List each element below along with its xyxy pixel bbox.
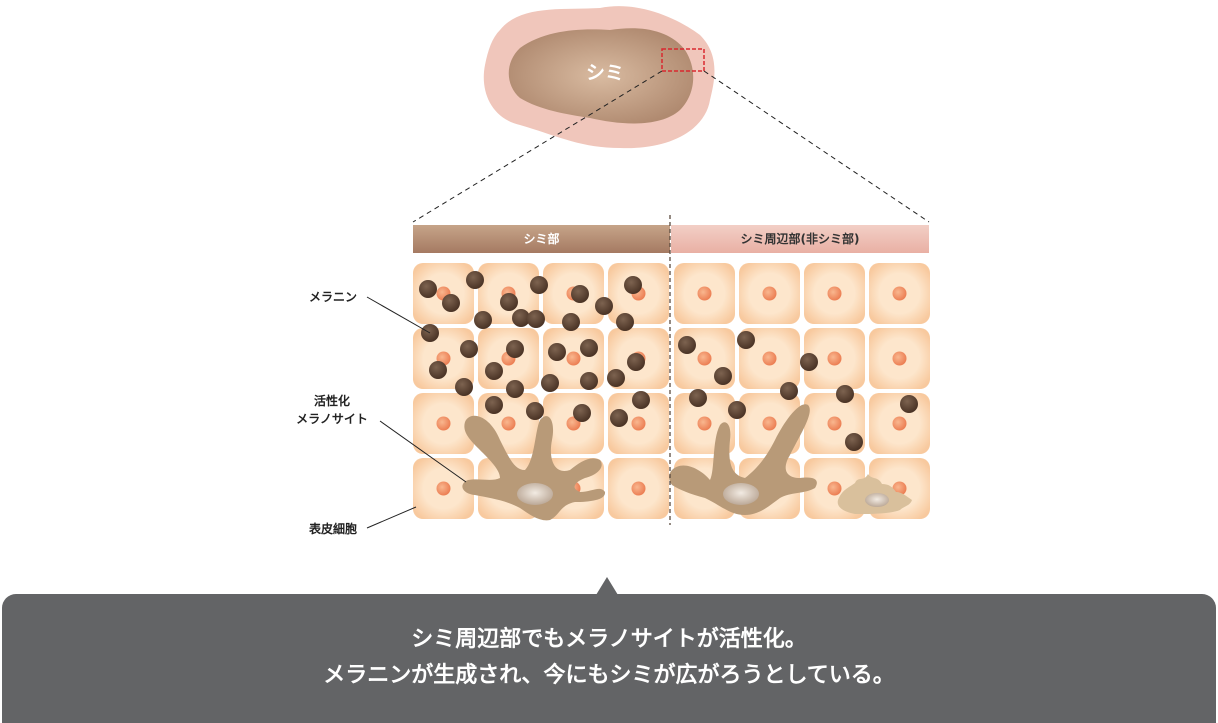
melanin-granule bbox=[900, 395, 918, 413]
melanin-granule bbox=[714, 367, 732, 385]
melanin-granule bbox=[429, 361, 447, 379]
melanin-granule bbox=[627, 353, 645, 371]
caption-line1: シミ周辺部でもメラノサイトが活性化。 bbox=[411, 627, 807, 652]
melanin-granule bbox=[689, 389, 707, 407]
melanocyte-label-line2: メラノサイト bbox=[296, 412, 368, 426]
melanin-granule bbox=[595, 297, 613, 315]
cell-nucleus bbox=[827, 351, 842, 366]
band-label-spot: シミ部 bbox=[523, 232, 560, 246]
melanin-granule bbox=[616, 313, 634, 331]
cell-nucleus bbox=[892, 416, 907, 431]
cell-nucleus bbox=[827, 481, 842, 496]
melanin-granule bbox=[485, 396, 503, 414]
cell-nucleus bbox=[762, 286, 777, 301]
cell-nucleus bbox=[631, 416, 646, 431]
caption-text: シミ周辺部でもメラノサイトが活性化。 メラニンが生成され、今にもシミが広がろうと… bbox=[0, 622, 1218, 694]
melanin-granule bbox=[466, 271, 484, 289]
cell-nucleus bbox=[501, 416, 516, 431]
melanin-granule bbox=[460, 340, 478, 358]
cell-nucleus bbox=[436, 416, 451, 431]
melanin-granule bbox=[607, 369, 625, 387]
band-surrounding-region bbox=[671, 225, 929, 253]
melanin-granule bbox=[800, 353, 818, 371]
melanin-granule bbox=[573, 404, 591, 422]
melanin-granule bbox=[836, 385, 854, 403]
melanin-granule bbox=[530, 276, 548, 294]
melanin-granule bbox=[632, 391, 650, 409]
spot-label: シミ bbox=[585, 62, 624, 84]
melanocyte-label-line1: 活性化 bbox=[313, 394, 350, 408]
melanocyte-label: 活性化 メラノサイト bbox=[285, 392, 379, 428]
cell-nucleus bbox=[697, 286, 712, 301]
cell-nucleus bbox=[827, 416, 842, 431]
melanin-granule bbox=[678, 336, 696, 354]
melanin-granule bbox=[527, 310, 545, 328]
melanin-granule bbox=[541, 374, 559, 392]
melanin-granule bbox=[610, 409, 628, 427]
melanin-granule bbox=[571, 285, 589, 303]
melanin-granule bbox=[474, 311, 492, 329]
caption-bubble bbox=[2, 594, 1216, 723]
melanin-granule bbox=[624, 276, 642, 294]
melanin-granule bbox=[580, 372, 598, 390]
melanin-granule bbox=[562, 313, 580, 331]
caption-bubble-pointer bbox=[596, 577, 618, 595]
zoom-region-box bbox=[661, 48, 705, 72]
inactive-melanocyte bbox=[837, 474, 912, 514]
cell-nucleus bbox=[892, 286, 907, 301]
melanin-granules bbox=[419, 271, 918, 451]
cell-nucleus bbox=[566, 351, 581, 366]
melanin-granule bbox=[455, 378, 473, 396]
activated-melanocyte-right bbox=[669, 404, 817, 515]
cell-nucleus bbox=[436, 481, 451, 496]
melanin-granule bbox=[506, 380, 524, 398]
melanin-granule bbox=[728, 401, 746, 419]
cell-nucleus bbox=[697, 351, 712, 366]
cell-nucleus bbox=[827, 286, 842, 301]
melanocyte-leader bbox=[379, 420, 467, 483]
melanin-granule bbox=[580, 339, 598, 357]
cell-nucleus bbox=[892, 351, 907, 366]
melanin-granule bbox=[548, 343, 566, 361]
band-label-surrounding: シミ周辺部(非シミ部) bbox=[740, 232, 860, 246]
melanin-granule bbox=[780, 382, 798, 400]
activated-melanocyte-left bbox=[462, 415, 606, 521]
band-spot-region bbox=[413, 225, 670, 253]
melanin-granule bbox=[485, 362, 503, 380]
melanin-granule bbox=[506, 340, 524, 358]
caption-line2: メラニンが生成され、今にもシミが広がろうとしている。 bbox=[323, 663, 895, 688]
epidermal-cell-leader bbox=[366, 506, 417, 529]
zoom-line-left bbox=[412, 70, 663, 223]
melanin-label: メラニン bbox=[308, 290, 357, 304]
melanin-granule bbox=[442, 294, 460, 312]
cell-nucleus bbox=[762, 351, 777, 366]
melanin-granule bbox=[500, 293, 518, 311]
spot-illustration bbox=[412, 6, 930, 223]
melanin-granule bbox=[737, 331, 755, 349]
cell-nucleus bbox=[631, 481, 646, 496]
melanin-leader bbox=[366, 296, 431, 334]
melanin-granule bbox=[526, 402, 544, 420]
cell-nucleus bbox=[762, 416, 777, 431]
epidermal-cell-label: 表皮細胞 bbox=[308, 522, 357, 536]
spot-core bbox=[508, 28, 694, 124]
melanin-granule bbox=[512, 309, 530, 327]
cell-nucleus bbox=[697, 416, 712, 431]
zoom-line-right bbox=[703, 70, 930, 223]
melanin-granule bbox=[845, 433, 863, 451]
melanin-granule bbox=[419, 280, 437, 298]
